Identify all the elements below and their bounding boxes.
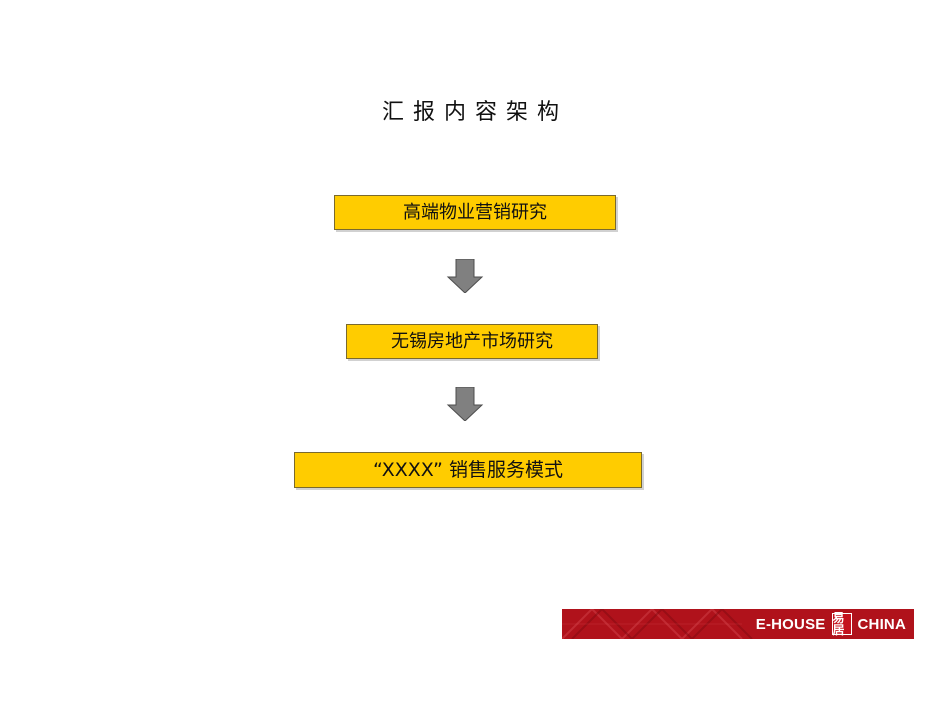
decorative-pattern xyxy=(562,609,914,639)
seal-icon: 易居 xyxy=(831,612,852,636)
ehouse-china-logo: E-HOUSE 易居 CHINA xyxy=(562,609,914,639)
down-arrow-icon xyxy=(446,259,484,293)
down-arrow-icon xyxy=(446,387,484,421)
logo-right-text: CHINA xyxy=(857,615,906,633)
slide-title: 汇报内容架构 xyxy=(381,100,568,125)
logo-left-text: E-HOUSE xyxy=(755,615,826,633)
logo-text-group: E-HOUSE 易居 CHINA xyxy=(756,609,906,639)
step-label: 高端物业营销研究 xyxy=(403,201,547,223)
step-label: 无锡房地产市场研究 xyxy=(391,330,553,352)
step-box-wuxi-market-research: 无锡房地产市场研究 xyxy=(346,324,598,359)
step-box-sales-service-model: “XXXX” 销售服务模式 xyxy=(294,452,642,488)
step-box-luxury-property-marketing: 高端物业营销研究 xyxy=(334,195,616,230)
step-label: “XXXX” 销售服务模式 xyxy=(373,458,563,481)
